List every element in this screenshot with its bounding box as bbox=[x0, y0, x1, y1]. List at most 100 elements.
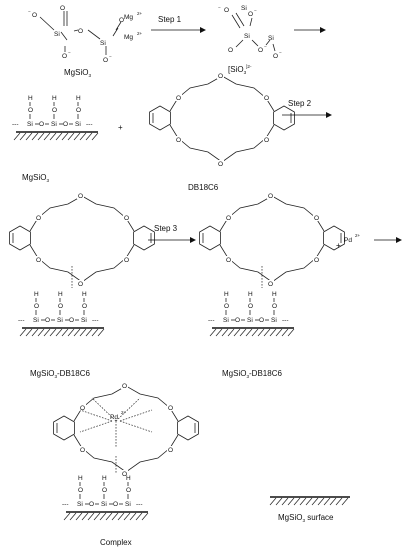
si-atom: Si bbox=[33, 317, 39, 324]
o-charge: − bbox=[109, 54, 112, 59]
si-atom: Si bbox=[101, 501, 107, 508]
o-mask bbox=[267, 280, 274, 287]
surface-hatch bbox=[91, 328, 99, 337]
o-atom: O bbox=[78, 487, 83, 494]
pd-atom: Pd bbox=[110, 414, 118, 421]
surface-hatch bbox=[13, 132, 21, 141]
o-atom: O bbox=[272, 303, 277, 310]
si-atom: Si bbox=[81, 317, 87, 324]
dangling-bond: --- bbox=[12, 121, 19, 128]
ether-chain bbox=[29, 244, 135, 283]
o-mask bbox=[77, 192, 84, 199]
ether-o-atom: O bbox=[168, 447, 173, 454]
o-mask bbox=[167, 404, 174, 411]
o-atom: O bbox=[62, 53, 67, 60]
ether-o-atom: O bbox=[176, 95, 181, 102]
o-mask bbox=[121, 470, 128, 477]
ether-o-atom: O bbox=[80, 405, 85, 412]
o-atom: O bbox=[34, 303, 39, 310]
h-atom: H bbox=[28, 95, 33, 102]
ether-o-atom: O bbox=[36, 257, 41, 264]
o-atom: O bbox=[63, 121, 68, 128]
o-atom: O bbox=[126, 487, 131, 494]
o-atom: O bbox=[76, 107, 81, 114]
surface-hatch bbox=[221, 328, 229, 337]
o-mask bbox=[313, 214, 320, 221]
pd-ion: Pd bbox=[344, 237, 352, 244]
surface-hatch bbox=[73, 328, 81, 337]
h-atom: H bbox=[102, 475, 107, 482]
surface-hatch bbox=[317, 497, 325, 506]
o-atom: O bbox=[113, 501, 118, 508]
ether-o-atom: O bbox=[168, 405, 173, 412]
ether-o-atom: O bbox=[124, 257, 129, 264]
si-atom: Si bbox=[241, 5, 247, 12]
surface-hatch bbox=[111, 512, 119, 521]
pd-center: Pd 2+ bbox=[79, 397, 153, 448]
ether-o-atom: O bbox=[122, 471, 127, 478]
o-mask bbox=[175, 94, 182, 101]
o-mask bbox=[263, 136, 270, 143]
surface-hatch bbox=[81, 512, 89, 521]
step-1-label: Step 1 bbox=[158, 15, 182, 24]
surface-hatch bbox=[63, 512, 71, 521]
surface-hatch bbox=[305, 497, 313, 506]
continue-arrow-row-3 bbox=[374, 237, 402, 243]
surface-hatch bbox=[323, 497, 331, 506]
o-mask bbox=[77, 280, 84, 287]
surface-hatch bbox=[281, 497, 289, 506]
mg-charge: 2+ bbox=[137, 31, 143, 36]
ether-chain bbox=[29, 195, 135, 232]
surface-hatch bbox=[275, 328, 283, 337]
dangling-bond: --- bbox=[62, 501, 69, 508]
surface-hatch bbox=[311, 497, 319, 506]
surface-hatch bbox=[69, 512, 77, 521]
o-atom: O bbox=[32, 12, 37, 19]
ether-o-atom: O bbox=[268, 193, 273, 200]
o-atom: O bbox=[273, 53, 278, 60]
surface-hatch bbox=[281, 328, 289, 337]
o-atom: O bbox=[45, 317, 50, 324]
ether-o-atom: O bbox=[226, 257, 231, 264]
o-mask bbox=[35, 256, 42, 263]
surface-hatch bbox=[105, 512, 113, 521]
o-charge: − bbox=[218, 5, 221, 10]
ether-o-atom: O bbox=[176, 137, 181, 144]
surface-hatch bbox=[293, 497, 301, 506]
silicate-ion: O − Si O − Si O O − Si O − bbox=[218, 5, 282, 60]
o-atom: O bbox=[102, 487, 107, 494]
ether-o-atom: O bbox=[36, 215, 41, 222]
surface-hatch bbox=[233, 328, 241, 337]
surface-hatch bbox=[25, 328, 33, 337]
o-charge: − bbox=[279, 50, 282, 55]
ether-chain bbox=[73, 385, 179, 422]
surface-hatch bbox=[87, 512, 95, 521]
dangling-bond: --- bbox=[18, 317, 25, 324]
surface-hatch bbox=[85, 328, 93, 337]
step-2-label: Step 2 bbox=[288, 99, 312, 108]
benzene-ring bbox=[133, 225, 155, 251]
surface-hatch bbox=[79, 132, 87, 141]
mgsio3-label: MgSiO3 bbox=[64, 68, 91, 78]
surface-hatch bbox=[299, 497, 307, 506]
si-atom: Si bbox=[54, 31, 60, 38]
surface-hatch bbox=[67, 328, 75, 337]
h-atom: H bbox=[58, 291, 63, 298]
surface-hatch bbox=[99, 512, 107, 521]
o-atom: O bbox=[52, 107, 57, 114]
surface-hatch bbox=[55, 328, 63, 337]
o-mask bbox=[313, 256, 320, 263]
surface-hatch bbox=[37, 328, 45, 337]
o-charge: − bbox=[254, 8, 257, 13]
dangling-bond: --- bbox=[208, 317, 215, 324]
o-atom: O bbox=[82, 303, 87, 310]
surface-hatch bbox=[75, 512, 83, 521]
dangling-bond: --- bbox=[136, 501, 143, 508]
ether-o-atom: O bbox=[264, 95, 269, 102]
surface-hatch bbox=[263, 328, 271, 337]
